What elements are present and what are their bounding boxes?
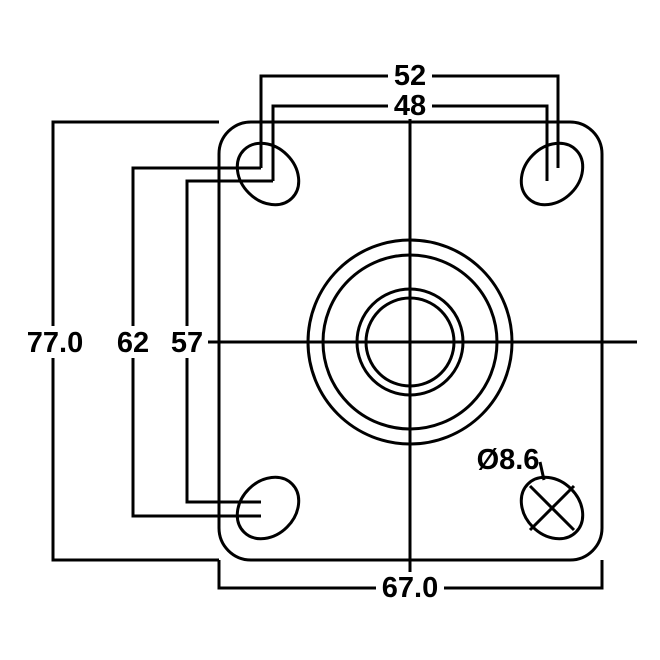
dim-label-77: 77.0 [27,327,83,359]
dim-label-52: 52 [394,60,426,92]
dim-label-57: 57 [171,327,203,359]
hole-leader-line [538,461,546,481]
hole-diameter-label: Ø8.6 [477,444,540,476]
dim-label-48: 48 [394,90,426,122]
dim-label-67: 67.0 [382,572,438,604]
mounting-slot-top-left [235,141,301,207]
dim-label-62: 62 [117,327,149,359]
mounting-slot-bottom-left [235,475,301,541]
mounting-slot-top-right [519,141,585,207]
hole-cross-mark [528,484,576,532]
